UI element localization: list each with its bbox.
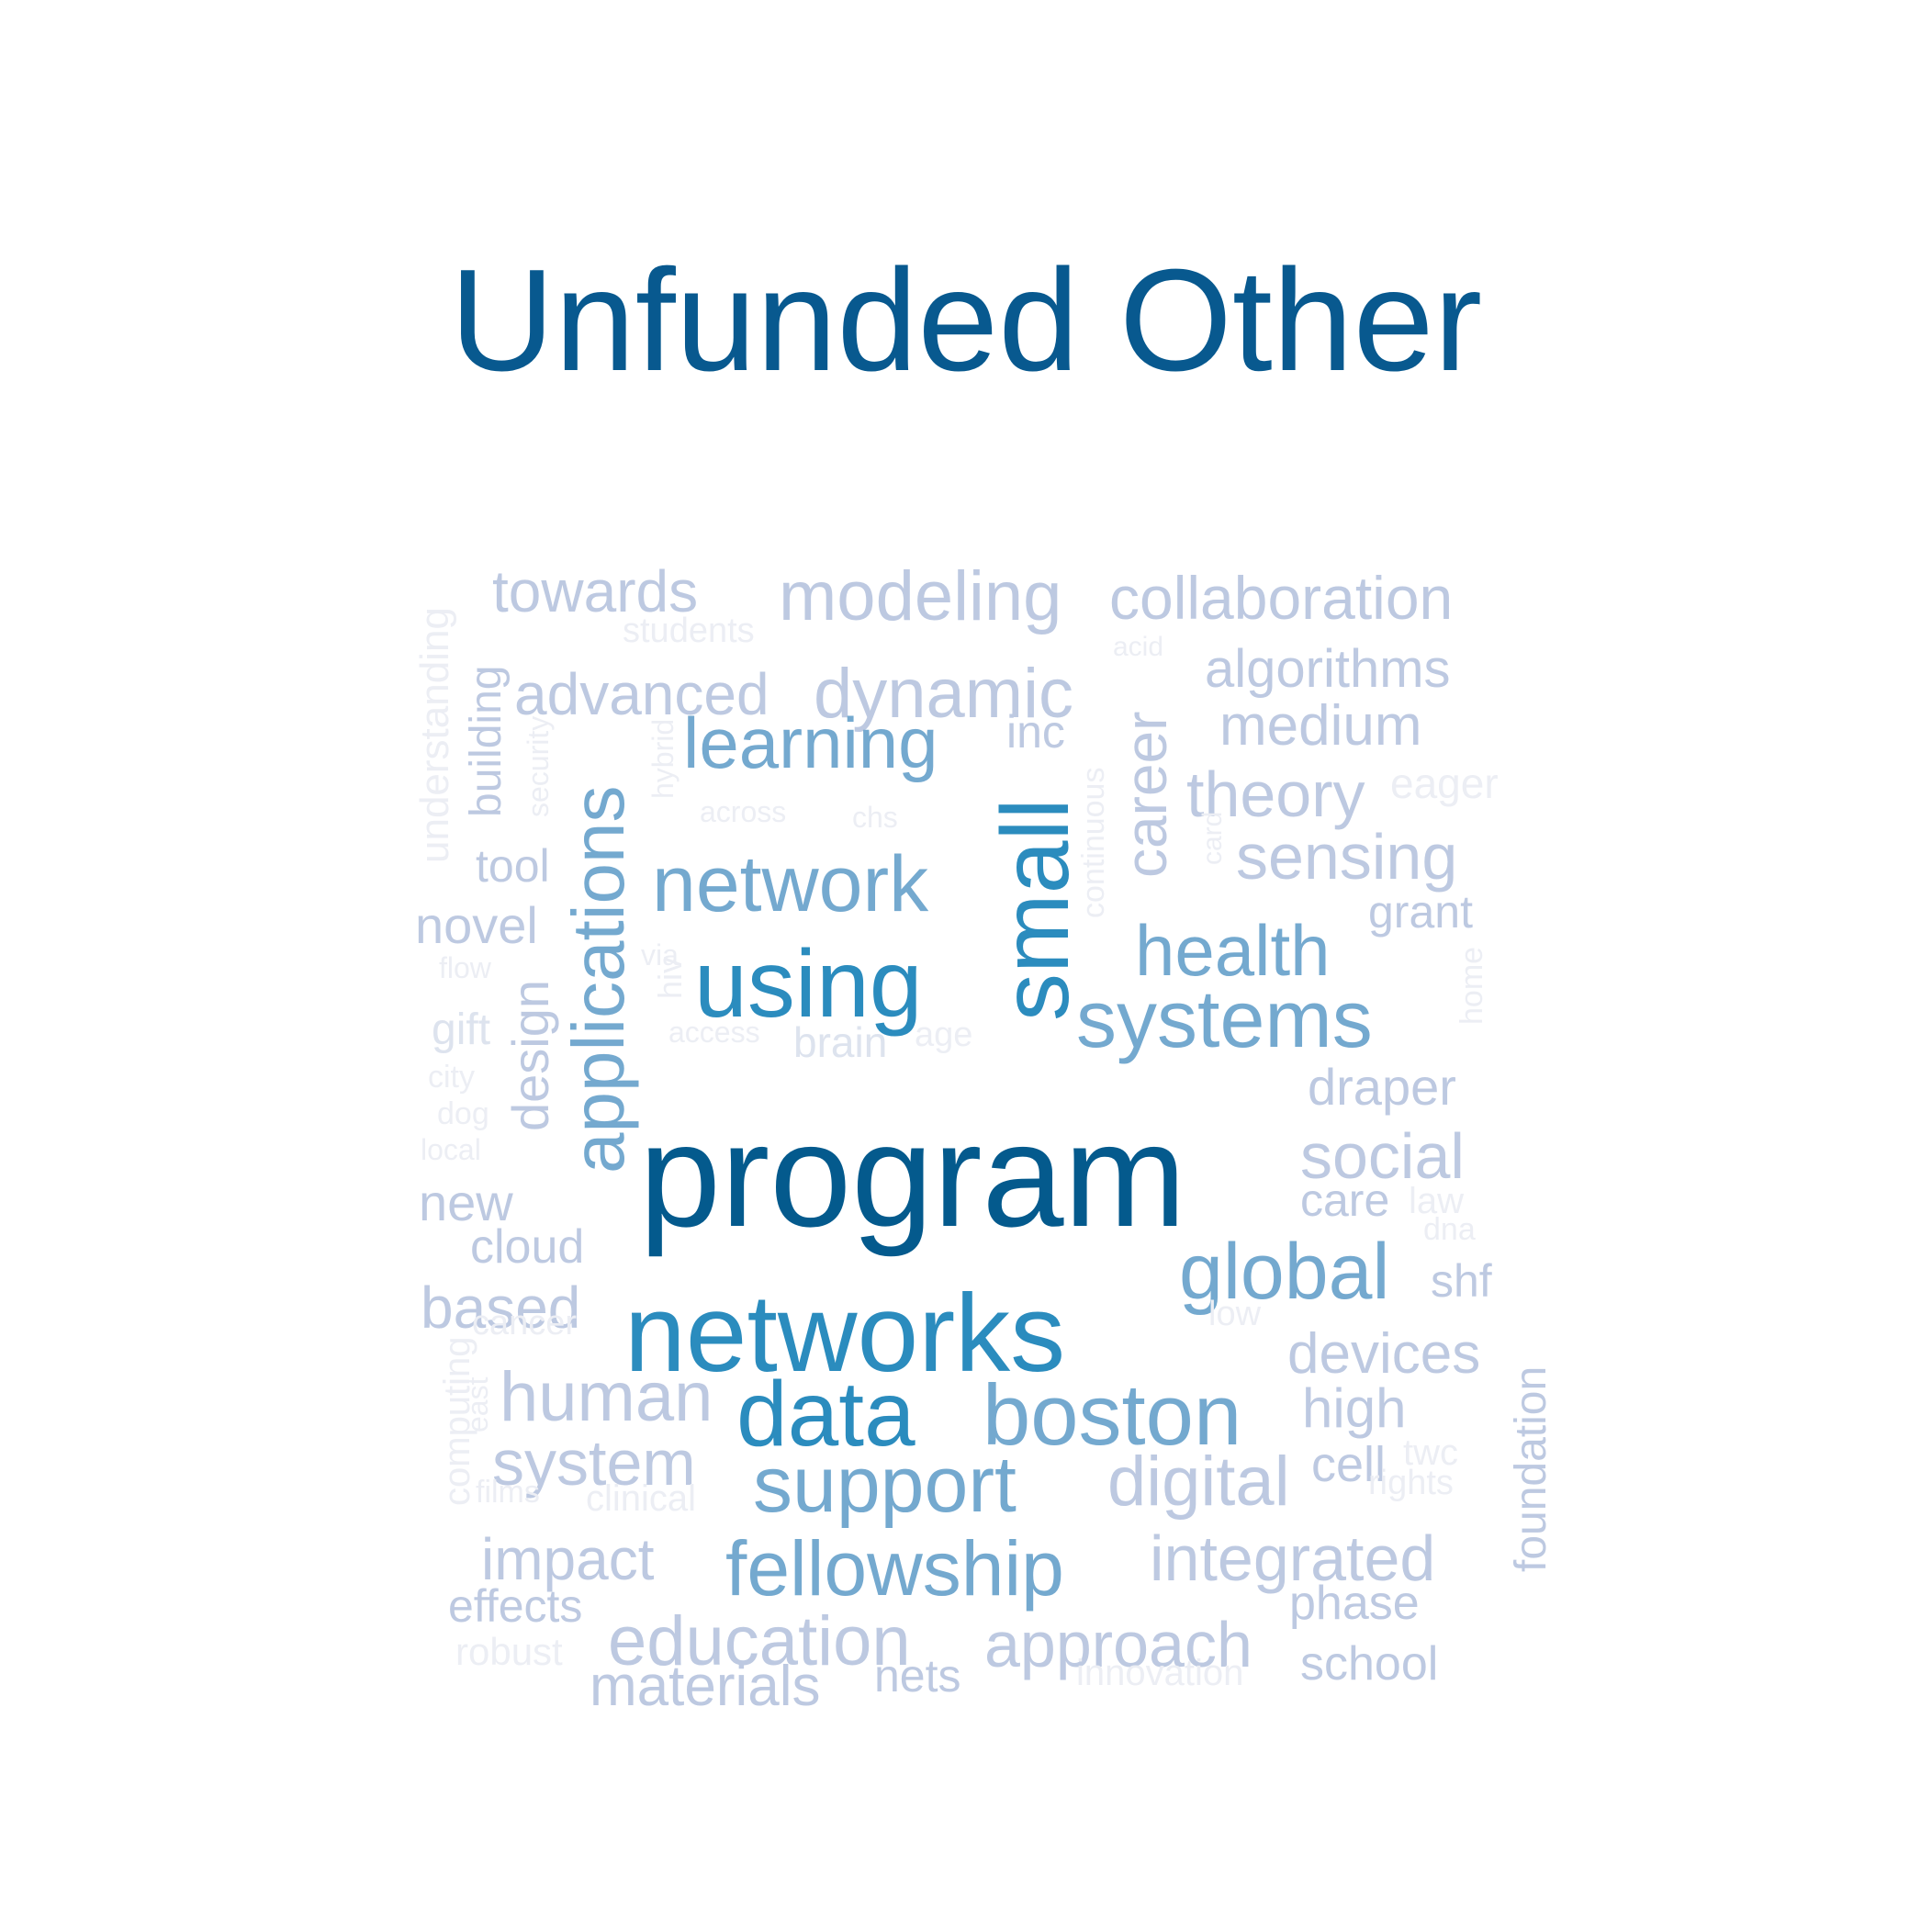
cloud-word: foundation <box>1507 1365 1556 1572</box>
cloud-word: local <box>421 1133 481 1166</box>
cloud-word: dog <box>437 1096 489 1131</box>
cloud-word: collaboration <box>1109 564 1454 632</box>
cloud-word: flow <box>439 951 491 984</box>
cloud-word: systems <box>1076 973 1373 1064</box>
cloud-word: learning <box>683 702 938 783</box>
cloud-word: security <box>522 715 555 817</box>
cloud-word: data <box>736 1363 915 1466</box>
cloud-word: impact <box>481 1526 655 1592</box>
cloud-word: support <box>753 1441 1017 1529</box>
cloud-word: design <box>501 979 559 1131</box>
cloud-word: care <box>1300 1174 1390 1226</box>
cloud-word: cell <box>1311 1437 1387 1492</box>
cloud-word: new <box>419 1174 513 1231</box>
cloud-word: acid <box>1113 632 1164 662</box>
cloud-word: network <box>652 840 929 928</box>
cloud-word: health <box>1135 910 1331 991</box>
cloud-word: access <box>668 1016 760 1049</box>
cloud-word: age <box>915 1016 973 1054</box>
cloud-word: novel <box>415 896 538 954</box>
cloud-word: grant <box>1368 886 1473 938</box>
cloud-word: social <box>1300 1120 1465 1192</box>
cloud-word: hybrid <box>646 718 680 799</box>
cloud-word: algorithms <box>1205 639 1451 699</box>
cloud-word: home <box>1455 946 1489 1025</box>
cloud-word: phase <box>1289 1577 1420 1630</box>
cloud-word: twc <box>1403 1432 1458 1473</box>
cloud-word: applications <box>557 785 639 1174</box>
cloud-word: career <box>1113 711 1179 878</box>
cloud-word: devices <box>1287 1322 1481 1386</box>
cloud-word: small <box>983 798 1089 1021</box>
cloud-word: via <box>641 938 679 972</box>
cloud-word: city <box>428 1060 475 1095</box>
cloud-word: education <box>608 1602 911 1680</box>
cloud-word: brain <box>793 1018 888 1066</box>
cloud-word: innovation <box>1076 1653 1244 1693</box>
cloud-word: draper <box>1308 1058 1456 1116</box>
cloud-word: modeling <box>779 557 1062 635</box>
cloud-word: hiv <box>651 956 689 999</box>
cloud-word: inc <box>1006 706 1065 758</box>
cloud-word: integrated <box>1150 1522 1436 1594</box>
cloud-word: tool <box>476 840 550 892</box>
cloud-word: card <box>1197 811 1228 865</box>
cloud-word: school <box>1300 1637 1439 1690</box>
cloud-word: dna <box>1423 1212 1476 1247</box>
cloud-word: fellowship <box>725 1525 1064 1612</box>
cloud-word: low <box>1208 1295 1262 1333</box>
cloud-word: approach <box>984 1609 1252 1680</box>
cloud-word: program <box>639 1093 1186 1257</box>
cloud-word: advanced <box>514 661 769 727</box>
cloud-word: system <box>492 1427 696 1499</box>
cloud-word: using <box>694 931 923 1038</box>
cloud-word: chs <box>852 801 898 834</box>
cloud-word: students <box>623 612 755 650</box>
cloud-word: rights <box>1368 1464 1454 1502</box>
cloud-word: clinical <box>586 1478 697 1519</box>
cloud-word: cancer <box>472 1304 578 1342</box>
cloud-word: building <box>462 665 511 817</box>
cloud-word: gift <box>432 1005 491 1054</box>
cloud-word: digital <box>1107 1443 1290 1521</box>
cloud-word: robust <box>455 1630 563 1673</box>
cloud-word: boston <box>983 1366 1242 1463</box>
cloud-word: films <box>476 1475 540 1510</box>
cloud-word: across <box>700 795 787 828</box>
cloud-word: eager <box>1390 759 1499 807</box>
cloud-word: nets <box>874 1650 961 1702</box>
cloud-word: effects <box>448 1580 583 1632</box>
cloud-word: sensing <box>1236 821 1458 893</box>
cloud-word: materials <box>590 1655 821 1718</box>
cloud-word: continuous <box>1076 767 1111 918</box>
cloud-word: cloud <box>470 1220 585 1274</box>
cloud-word: based <box>421 1275 581 1341</box>
cloud-word: theory <box>1186 758 1365 830</box>
cloud-word: understanding <box>412 607 457 863</box>
cloud-word: global <box>1179 1228 1390 1316</box>
figure-title: Unfunded Other <box>449 240 1483 401</box>
cloud-word: medium <box>1219 694 1422 758</box>
cloud-word: dynamic <box>814 655 1073 733</box>
cloud-word: networks <box>624 1272 1066 1395</box>
cloud-word: towards <box>492 558 699 624</box>
cloud-word: human <box>500 1358 713 1436</box>
cloud-word: shf <box>1431 1255 1492 1307</box>
cloud-word: law <box>1409 1181 1465 1221</box>
cloud-word: east <box>461 1376 494 1432</box>
cloud-word: high <box>1302 1377 1407 1439</box>
